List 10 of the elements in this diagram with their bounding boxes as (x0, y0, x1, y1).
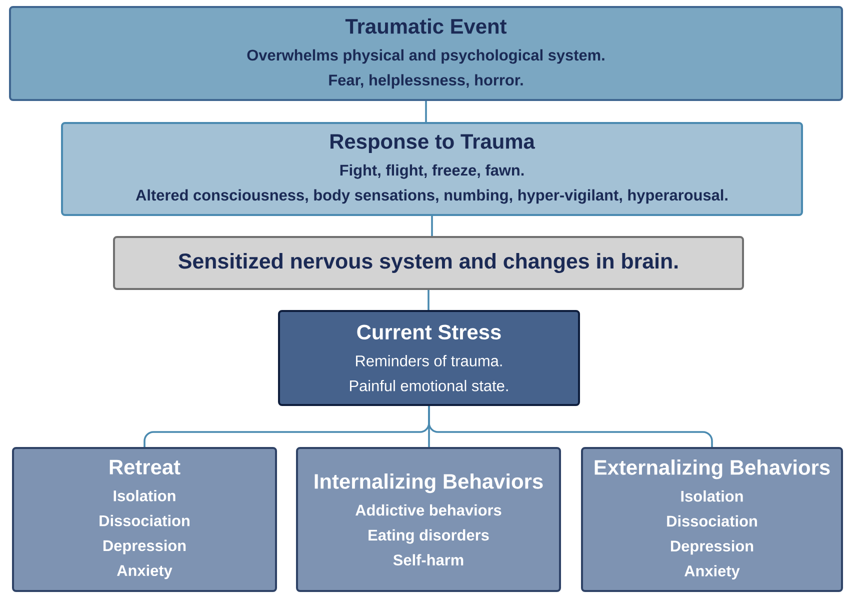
connector-line (431, 216, 433, 236)
connector-line (428, 290, 430, 310)
behavior-box: Internalizing Behaviors Addictive behaviors Eating disorders Self-harm (296, 447, 561, 592)
brain-box: Sensitized nervous system and changes in brain. (113, 236, 744, 290)
response-box: Response to Trauma Fight, flight, freeze, fawn. Altered consciousness, body sensations, numbing, hyper-vigilant, hyperarousal. (61, 122, 803, 216)
stress-box: Current Stress Reminders of trauma. Painful emotional state. (278, 310, 580, 406)
behavior-box: Externalizing Behaviors Isolation Dissociation Depression Anxiety (581, 447, 843, 592)
behavior-box: Retreat Isolation Dissociation Depression Anxiety (12, 447, 277, 592)
connector-line (425, 101, 427, 122)
event-box: Traumatic Event Overwhelms physical and psychological system. Fear, helplessness, horror. (9, 6, 843, 101)
